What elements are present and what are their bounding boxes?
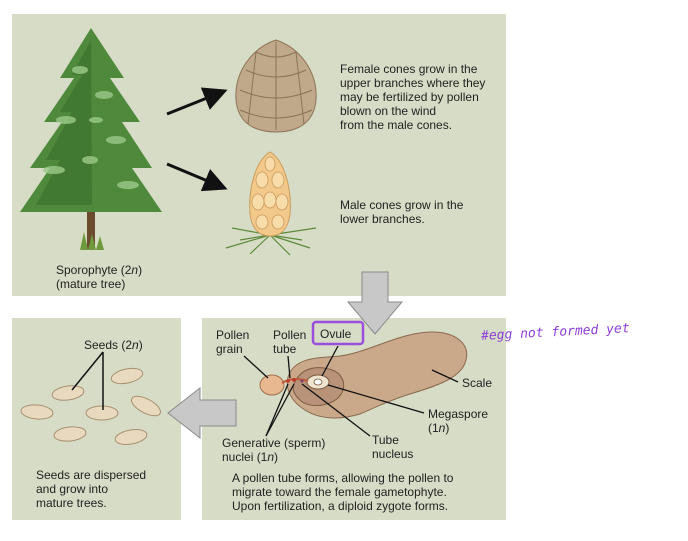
scale-label: Scale xyxy=(462,376,493,390)
pollen-grain-label: Pollen grain xyxy=(216,328,250,356)
arrow-down-to-pollination xyxy=(346,271,404,335)
seeds-label: Seeds (2n) xyxy=(84,338,143,352)
pollen-tube-label: Pollen tube xyxy=(273,328,307,356)
ovule-highlight-box xyxy=(311,320,365,346)
seeds-caption: Seeds are dispersed and grow into mature… xyxy=(36,468,147,510)
male-cone-description: Male cones grow in the lower branches. xyxy=(340,198,464,226)
female-cone-illustration xyxy=(235,39,317,133)
male-cone-illustration xyxy=(225,151,317,256)
sporophyte-label: Sporophyte (2n) (mature tree) xyxy=(56,263,143,291)
generative-nuclei-label: Generative (sperm) nuclei (1n) xyxy=(222,436,326,464)
arrow-to-male-cone xyxy=(166,162,228,192)
seeds-label-leaders xyxy=(71,351,104,410)
arrow-to-female-cone xyxy=(166,87,228,116)
female-cone-description: Female cones grow in the upper branches … xyxy=(340,62,486,132)
seeds-illustration xyxy=(20,367,162,445)
scale-ovule-illustration xyxy=(259,331,468,419)
arrow-left-to-seeds xyxy=(167,386,237,440)
mature-tree-illustration xyxy=(20,28,162,250)
tube-nucleus-label: Tube nucleus xyxy=(372,433,414,461)
pollination-leaders xyxy=(243,345,459,437)
megaspore-label: Megaspore (1n) xyxy=(428,407,489,435)
ovule-label: Ovule xyxy=(320,327,352,341)
pollination-caption: A pollen tube forms, allowing the pollen… xyxy=(232,471,454,513)
